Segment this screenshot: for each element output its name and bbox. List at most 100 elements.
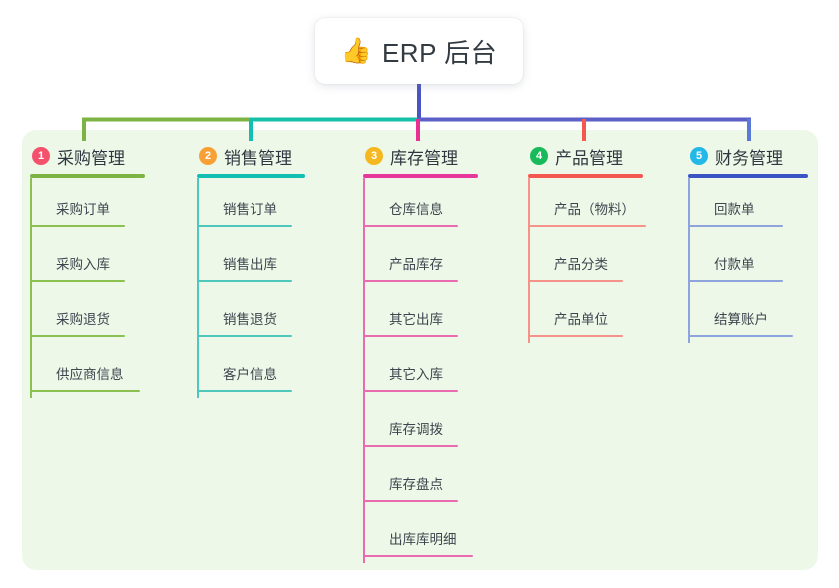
list-item[interactable]: 出库库明细: [363, 508, 513, 563]
column-items-4: 产品（物料） 产品分类 产品单位: [528, 178, 678, 343]
column-rule-5: [688, 174, 808, 178]
column-spine-5: [688, 178, 690, 343]
list-item-rule: [363, 555, 473, 557]
column-header-3[interactable]: 3 库存管理: [363, 143, 513, 169]
list-item[interactable]: 结算账户: [688, 288, 838, 343]
column-header-4[interactable]: 4 产品管理: [528, 143, 678, 169]
list-item-label: 出库库明细: [389, 532, 457, 547]
list-item[interactable]: 其它入库: [363, 343, 513, 398]
column-spine-3: [363, 178, 365, 563]
list-item-rule: [528, 280, 623, 282]
list-item-label: 客户信息: [223, 367, 277, 382]
column-header-2[interactable]: 2 销售管理: [197, 143, 347, 169]
list-item-label: 产品单位: [554, 312, 608, 327]
list-item-label: 供应商信息: [56, 367, 124, 382]
list-item[interactable]: 供应商信息: [30, 343, 180, 398]
list-item-rule: [30, 280, 125, 282]
column-badge-3: 3: [365, 147, 383, 165]
list-item-label: 结算账户: [714, 312, 768, 327]
list-item-rule: [363, 445, 458, 447]
column-sales: 2 销售管理 销售订单 销售出库 销售退货 客户信息: [197, 143, 347, 398]
list-item-rule: [197, 280, 292, 282]
list-item-label: 付款单: [714, 257, 755, 272]
list-item-rule: [688, 335, 793, 337]
column-title-3: 库存管理: [390, 148, 458, 168]
list-item[interactable]: 采购订单: [30, 178, 180, 233]
list-item[interactable]: 客户信息: [197, 343, 347, 398]
list-item-label: 采购订单: [56, 202, 110, 217]
column-rule-4: [528, 174, 643, 178]
list-item-rule: [528, 335, 623, 337]
column-finance: 5 财务管理 回款单 付款单 结算账户: [688, 143, 838, 343]
column-title-4: 产品管理: [555, 148, 623, 168]
list-item-rule: [30, 225, 125, 227]
list-item-rule: [688, 225, 783, 227]
list-item-label: 产品库存: [389, 257, 443, 272]
list-item-label: 库存盘点: [389, 477, 443, 492]
column-badge-1: 1: [32, 147, 50, 165]
column-items-2: 销售订单 销售出库 销售退货 客户信息: [197, 178, 347, 398]
list-item[interactable]: 仓库信息: [363, 178, 513, 233]
list-item-rule: [30, 335, 125, 337]
diagram-panel: [22, 130, 818, 570]
list-item-rule: [363, 335, 458, 337]
list-item[interactable]: 库存调拨: [363, 398, 513, 453]
list-item[interactable]: 销售出库: [197, 233, 347, 288]
list-item-label: 仓库信息: [389, 202, 443, 217]
list-item-label: 其它入库: [389, 367, 443, 382]
column-rule-1: [30, 174, 145, 178]
column-badge-2: 2: [199, 147, 217, 165]
column-items-3: 仓库信息 产品库存 其它出库 其它入库 库存调拨: [363, 178, 513, 563]
list-item-label: 其它出库: [389, 312, 443, 327]
list-item-rule: [197, 225, 292, 227]
list-item-label: 采购退货: [56, 312, 110, 327]
list-item[interactable]: 付款单: [688, 233, 838, 288]
column-header-1[interactable]: 1 采购管理: [30, 143, 180, 169]
list-item-rule: [688, 280, 783, 282]
column-spine-4: [528, 178, 530, 343]
list-item-label: 采购入库: [56, 257, 110, 272]
column-spine-1: [30, 178, 32, 398]
list-item[interactable]: 产品分类: [528, 233, 678, 288]
list-item[interactable]: 产品单位: [528, 288, 678, 343]
list-item-label: 回款单: [714, 202, 755, 217]
list-item-rule: [363, 280, 458, 282]
list-item-label: 产品分类: [554, 257, 608, 272]
list-item-rule: [197, 335, 292, 337]
list-item[interactable]: 回款单: [688, 178, 838, 233]
column-purchase: 1 采购管理 采购订单 采购入库 采购退货 供应商信: [30, 143, 180, 398]
list-item-rule: [363, 225, 458, 227]
column-spine-2: [197, 178, 199, 398]
column-badge-5: 5: [690, 147, 708, 165]
list-item[interactable]: 采购退货: [30, 288, 180, 343]
list-item-label: 产品（物料）: [554, 202, 635, 217]
list-item[interactable]: 库存盘点: [363, 453, 513, 508]
column-title-1: 采购管理: [57, 148, 125, 168]
list-item-rule: [363, 390, 458, 392]
root-title: ERP 后台: [381, 37, 498, 68]
list-item-rule: [363, 500, 458, 502]
thumbs-up-icon: 👍: [340, 36, 372, 65]
list-item-rule: [528, 225, 646, 227]
root-node[interactable]: 👍 ERP 后台: [315, 18, 523, 84]
list-item-label: 销售退货: [223, 312, 277, 327]
column-title-5: 财务管理: [715, 148, 783, 168]
column-header-5[interactable]: 5 财务管理: [688, 143, 838, 169]
column-inventory: 3 库存管理 仓库信息 产品库存 其它出库 其它入库: [363, 143, 513, 563]
column-title-2: 销售管理: [224, 148, 292, 168]
list-item[interactable]: 产品库存: [363, 233, 513, 288]
list-item-label: 销售出库: [223, 257, 277, 272]
list-item[interactable]: 产品（物料）: [528, 178, 678, 233]
column-items-5: 回款单 付款单 结算账户: [688, 178, 838, 343]
list-item-rule: [197, 390, 292, 392]
list-item-rule: [30, 390, 140, 392]
list-item[interactable]: 销售退货: [197, 288, 347, 343]
list-item[interactable]: 采购入库: [30, 233, 180, 288]
column-rule-3: [363, 174, 478, 178]
column-badge-4: 4: [530, 147, 548, 165]
column-items-1: 采购订单 采购入库 采购退货 供应商信息: [30, 178, 180, 398]
list-item[interactable]: 销售订单: [197, 178, 347, 233]
list-item[interactable]: 其它出库: [363, 288, 513, 343]
